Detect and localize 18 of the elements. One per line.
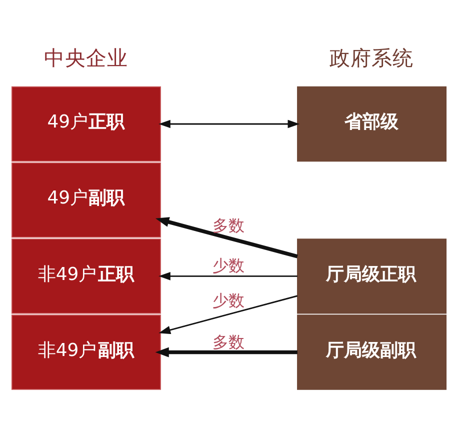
node-box: 非49户正职: [11, 238, 161, 314]
node-box: 49户正职: [11, 86, 161, 162]
edge-label: 多数: [212, 332, 244, 351]
node-box: 非49户副职: [11, 314, 161, 390]
node-box: 省部级: [297, 86, 447, 162]
arrow: [155, 216, 298, 258]
node-box: 厅局级副职: [297, 314, 447, 390]
arrow: [158, 272, 298, 280]
arrow: [158, 119, 300, 128]
label: 政府系统: [330, 45, 414, 70]
edge-label: 少数: [212, 256, 244, 275]
node-box: 厅局级正职: [297, 238, 447, 314]
arrow: [155, 346, 298, 357]
label: 中央企业: [44, 45, 128, 70]
arrow: [158, 294, 298, 334]
node-box: 49户副职: [11, 162, 161, 238]
edge-label: 少数: [212, 290, 244, 310]
edge-label: 多数: [212, 215, 244, 234]
